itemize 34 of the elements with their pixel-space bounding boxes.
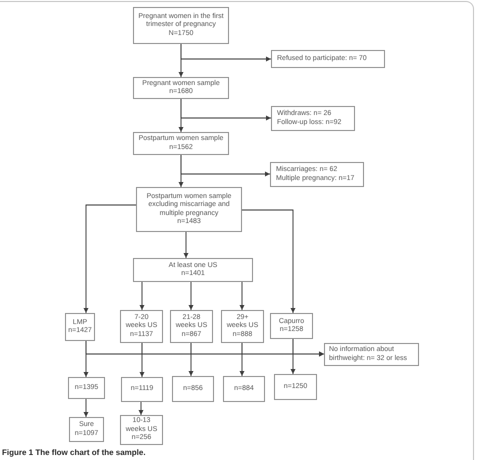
process-box: [221, 310, 264, 343]
process-box: [133, 7, 229, 44]
arrow: [84, 398, 88, 418]
arrow: [292, 338, 324, 356]
arrow: [140, 282, 144, 310]
arrow: [240, 282, 244, 310]
process-box: [271, 106, 355, 131]
arrow: [180, 154, 270, 176]
arrow: [180, 98, 272, 120]
arrow: [184, 232, 188, 258]
process-box: [270, 313, 313, 339]
arrow: [138, 402, 144, 416]
process-box: [133, 77, 229, 99]
process-box: [170, 310, 213, 343]
process-box: [133, 132, 229, 155]
process-box: [274, 374, 317, 400]
process-box: [121, 377, 163, 402]
process-box: [324, 343, 419, 366]
figure-caption: Figure 1 The flow chart of the sample.: [2, 448, 146, 458]
arrow: [180, 44, 272, 62]
arrow: [242, 210, 296, 314]
arrow: [188, 282, 194, 310]
process-box: [133, 258, 253, 282]
process-box: [270, 162, 364, 187]
arrow: [84, 204, 136, 314]
process-box: [65, 313, 95, 341]
process-box: [223, 376, 265, 402]
process-box: [69, 417, 104, 442]
process-box: [136, 187, 242, 232]
process-box: [120, 415, 163, 445]
process-box: [120, 310, 163, 343]
process-box: [68, 377, 105, 399]
process-box: [172, 376, 214, 402]
process-box: [271, 50, 385, 68]
